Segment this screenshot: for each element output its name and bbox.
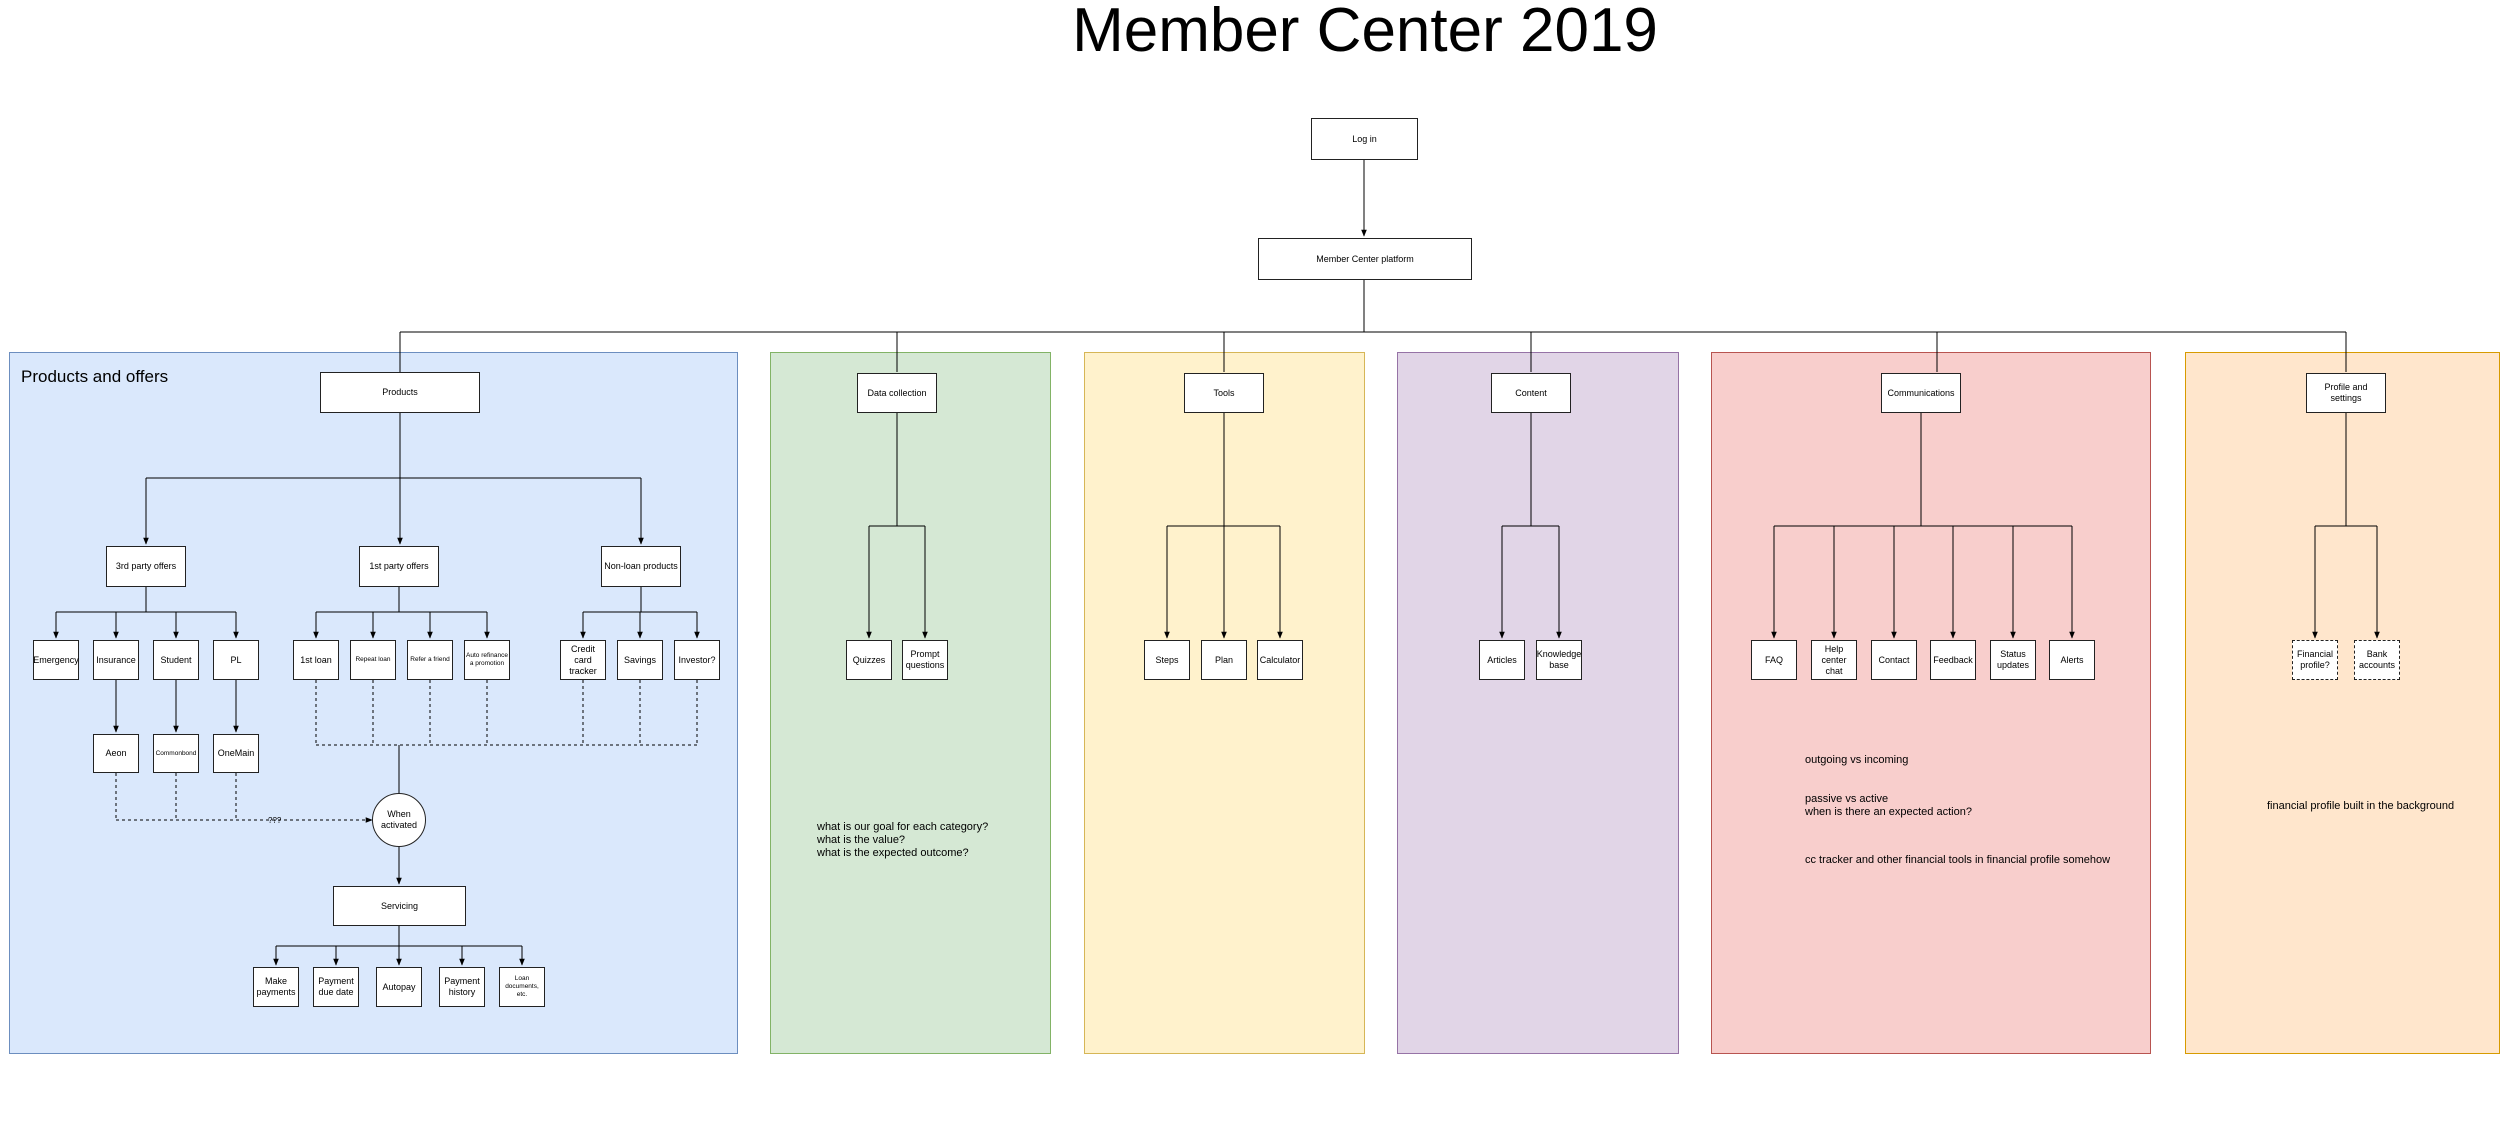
node-products[interactable]: Products (320, 372, 480, 413)
node-onemain[interactable]: OneMain (213, 734, 259, 773)
node-content[interactable]: Content (1491, 373, 1571, 413)
note-data-collection: what is our goal for each category? what… (817, 821, 989, 859)
node-tools[interactable]: Tools (1184, 373, 1264, 413)
node-member-center-platform[interactable]: Member Center platform (1258, 238, 1472, 280)
node-autopay[interactable]: Autopay (376, 967, 422, 1007)
node-when-activated[interactable]: When activated (372, 793, 426, 847)
note-cc-tracker: cc tracker and other financial tools in … (1805, 854, 2111, 866)
node-credit-card-tracker[interactable]: Credit card tracker (560, 640, 606, 680)
node-aeon[interactable]: Aeon (93, 734, 139, 773)
node-3rd-party-offers[interactable]: 3rd party offers (106, 546, 186, 587)
node-pl[interactable]: PL (213, 640, 259, 680)
node-refer-a-friend[interactable]: Refer a friend (407, 640, 453, 680)
panel-profile-settings (2185, 352, 2500, 1054)
panel-data-collection (770, 352, 1051, 1054)
node-steps[interactable]: Steps (1144, 640, 1190, 680)
diagram-title: Member Center 2019 (1072, 0, 1658, 65)
node-payment-due-date[interactable]: Payment due date (313, 967, 359, 1007)
node-feedback[interactable]: Feedback (1930, 640, 1976, 680)
node-servicing[interactable]: Servicing (333, 886, 466, 926)
node-savings[interactable]: Savings (617, 640, 663, 680)
note-outgoing-incoming: outgoing vs incoming (1805, 754, 1909, 766)
node-emergency[interactable]: Emergency (33, 640, 79, 680)
node-commonbond[interactable]: Commonbond (153, 734, 199, 773)
node-help-center-chat[interactable]: Help center chat (1811, 640, 1857, 680)
panel-communications (1711, 352, 2151, 1054)
node-data-collection[interactable]: Data collection (857, 373, 937, 413)
node-quizzes[interactable]: Quizzes (846, 640, 892, 680)
node-insurance[interactable]: Insurance (93, 640, 139, 680)
panel-products-offers: Products and offers (9, 352, 738, 1054)
node-alerts[interactable]: Alerts (2049, 640, 2095, 680)
node-log-in[interactable]: Log in (1311, 118, 1418, 160)
node-student[interactable]: Student (153, 640, 199, 680)
node-payment-history[interactable]: Payment history (439, 967, 485, 1007)
panel-tools (1084, 352, 1365, 1054)
node-bank-accounts[interactable]: Bank accounts (2354, 640, 2400, 680)
node-investor[interactable]: Investor? (674, 640, 720, 680)
note-financial-profile: financial profile built in the backgroun… (2267, 800, 2455, 812)
node-status-updates[interactable]: Status updates (1990, 640, 2036, 680)
node-contact[interactable]: Contact (1871, 640, 1917, 680)
node-financial-profile[interactable]: Financial profile? (2292, 640, 2338, 680)
node-repeat-loan[interactable]: Repeat loan (350, 640, 396, 680)
node-calculator[interactable]: Calculator (1257, 640, 1303, 680)
node-prompt-questions[interactable]: Prompt questions (902, 640, 948, 680)
node-plan[interactable]: Plan (1201, 640, 1247, 680)
panel-content (1397, 352, 1679, 1054)
node-loan-documents[interactable]: Loan documents, etc. (499, 967, 545, 1007)
node-1st-party-offers[interactable]: 1st party offers (359, 546, 439, 587)
node-communications[interactable]: Communications (1881, 373, 1961, 413)
node-non-loan-products[interactable]: Non-loan products (601, 546, 681, 587)
note-passive-active: passive vs active when is there an expec… (1805, 793, 1972, 818)
node-1st-loan[interactable]: 1st loan (293, 640, 339, 680)
node-faq[interactable]: FAQ (1751, 640, 1797, 680)
node-articles[interactable]: Articles (1479, 640, 1525, 680)
node-knowledge-base[interactable]: Knowledge base (1536, 640, 1582, 680)
node-profile-settings[interactable]: Profile and settings (2306, 373, 2386, 413)
node-make-payments[interactable]: Make payments (253, 967, 299, 1007)
node-auto-refinance[interactable]: Auto refinance a promotion (464, 640, 510, 680)
panel-title-products: Products and offers (21, 367, 169, 386)
